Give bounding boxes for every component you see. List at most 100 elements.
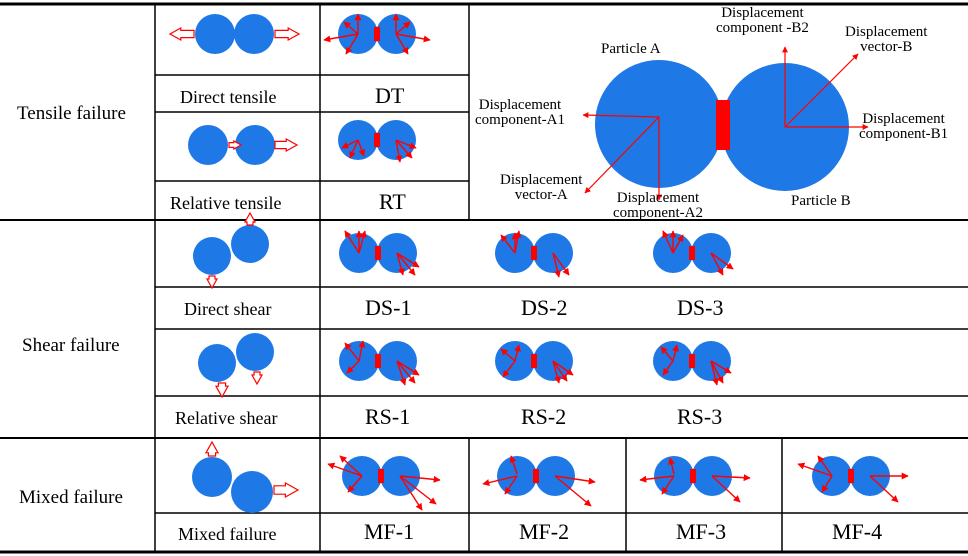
displacement-arrow — [504, 475, 518, 495]
displacement-arrow — [509, 455, 518, 475]
displacement-arrow — [710, 360, 724, 384]
load-arrow — [274, 26, 301, 42]
category-tensile-failure: Tensile failure — [17, 103, 126, 124]
displacement-arrow — [639, 475, 675, 483]
displacement-arrow — [344, 230, 360, 254]
displacement-arrow — [711, 475, 741, 503]
particle — [193, 237, 231, 275]
code-rs-1: RS-1 — [365, 404, 411, 429]
bond — [848, 469, 854, 483]
load-arrow — [273, 481, 300, 499]
code-rt: RT — [379, 189, 406, 214]
particle-illustrations — [168, 13, 909, 513]
displacement-arrow — [582, 112, 660, 119]
displacement-arrow — [339, 455, 363, 477]
displacement-arrow — [668, 457, 675, 475]
displacement-arrow — [395, 139, 403, 163]
displacement-arrow — [554, 475, 592, 507]
displacement-arrow — [396, 360, 420, 376]
displacement-arrow — [395, 33, 431, 43]
particle — [236, 333, 274, 371]
displacement-arrow — [327, 462, 363, 477]
displacement-arrow — [552, 360, 574, 376]
load-arrow — [205, 275, 219, 290]
displacement-arrow — [797, 462, 833, 477]
displacement-arrow — [552, 252, 570, 276]
bond — [375, 246, 381, 260]
displacement-arrow — [552, 252, 561, 278]
displacement-arrow — [710, 252, 734, 270]
displacement-arrow — [343, 21, 359, 35]
displacement-arrow — [662, 230, 674, 254]
displacement-arrow — [552, 360, 561, 384]
bond — [689, 354, 695, 368]
displacement-arrow — [554, 475, 596, 485]
code-dt: DT — [375, 83, 405, 108]
caption-relative-tensile: Relative tensile — [170, 193, 282, 213]
displacement-arrow — [395, 21, 411, 35]
displacement-arrow — [662, 360, 674, 376]
particle — [231, 225, 269, 263]
displacement-arrow — [396, 252, 405, 276]
displacement-arrow — [584, 116, 660, 194]
particle — [192, 457, 232, 497]
displacement-arrow — [502, 360, 516, 378]
displacement-arrow — [347, 475, 363, 493]
displacement-arrow — [399, 475, 441, 483]
category-shear-failure: Shear failure — [22, 335, 120, 356]
displacement-arrow — [552, 360, 568, 382]
displacement-arrow — [346, 360, 360, 374]
code-ds-2: DS-2 — [521, 295, 568, 320]
displacement-arrow — [358, 230, 367, 254]
displacement-arrow — [399, 475, 423, 511]
displacement-arrow — [784, 53, 859, 128]
displacement-arrow — [395, 139, 413, 159]
caption-direct-shear: Direct shear — [184, 299, 272, 319]
displacement-arrow — [672, 344, 679, 362]
bond — [378, 469, 384, 483]
particle — [195, 14, 235, 54]
code-ds-1: DS-1 — [365, 295, 412, 320]
displacement-arrow — [672, 234, 684, 254]
code-rs-2: RS-2 — [521, 404, 567, 429]
code-mf-4: MF-4 — [832, 519, 883, 544]
displacement-arrow — [817, 455, 833, 477]
load-arrow — [214, 382, 230, 399]
load-arrow — [274, 137, 299, 153]
displacement-arrow — [396, 360, 416, 384]
displacement-arrow — [396, 252, 416, 276]
displacement-arrow — [514, 344, 521, 362]
particle — [234, 14, 274, 54]
displacement-arrow — [661, 475, 675, 495]
bond — [374, 27, 380, 41]
particle — [198, 344, 236, 382]
displacement-arrow — [710, 360, 719, 386]
displacement-arrow — [399, 475, 437, 505]
displacement-arrow — [345, 33, 359, 55]
particle — [231, 471, 273, 513]
displacement-arrow — [349, 139, 359, 159]
caption-relative-shear: Relative shear — [175, 408, 278, 428]
label-particle-b: Particle B — [791, 193, 851, 209]
displacement-arrow — [396, 252, 420, 268]
code-mf-1: MF-1 — [364, 519, 415, 544]
bond — [690, 469, 696, 483]
displacement-arrow — [395, 139, 417, 149]
load-arrow — [250, 371, 264, 386]
displacement-arrow — [344, 342, 360, 362]
particle — [235, 125, 275, 165]
displacement-arrow — [710, 360, 732, 374]
displacement-arrow — [358, 340, 366, 362]
displacement-arrow — [323, 33, 359, 43]
displacement-arrow — [710, 252, 724, 276]
displacement-arrow — [660, 346, 674, 362]
displacement-arrow — [500, 348, 516, 362]
displacement-arrow — [711, 474, 751, 482]
